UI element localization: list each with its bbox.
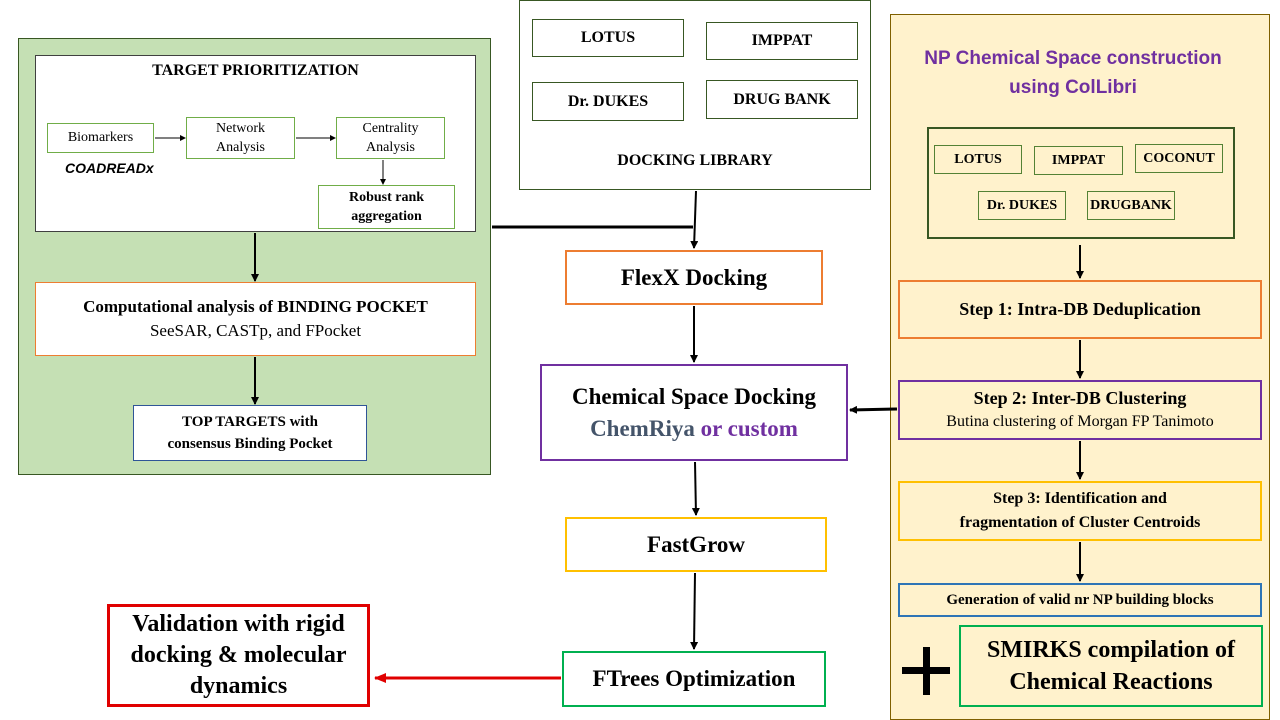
- validation-line3: dynamics: [189, 673, 288, 699]
- smirks-line1: SMIRKS compilation of: [986, 637, 1235, 663]
- centrality-analysis-box: Centrality Analysis: [336, 117, 445, 159]
- step1-box: Step 1: Intra-DB Deduplication: [898, 280, 1262, 339]
- smirks-line2: Chemical Reactions: [1009, 669, 1213, 695]
- flexx-docking-box: FlexX Docking: [565, 250, 823, 305]
- binding-pocket-tools: SeeSAR, CASTp, and FPocket: [149, 321, 362, 340]
- step3-line1: Step 3: Identification and: [993, 490, 1167, 507]
- generation-box: Generation of valid nr NP building block…: [898, 583, 1262, 617]
- chemical-space-docking-title: Chemical Space Docking: [571, 383, 817, 409]
- library-dukes-label: Dr. DUKES: [567, 92, 649, 110]
- arrow-library-flexx: [690, 190, 699, 249]
- library-lotus-box: LOTUS: [532, 19, 684, 57]
- library-lotus-label: LOTUS: [580, 29, 636, 46]
- network-analysis-line2: Analysis: [216, 140, 265, 155]
- np-dukes-box: Dr. DUKES: [978, 191, 1066, 220]
- library-imppat-box: IMPPAT: [706, 22, 858, 60]
- coadreadx-label: COADREADx: [65, 160, 154, 176]
- docking-library-label: DOCKING LIBRARY: [617, 152, 773, 169]
- smirks-box: SMIRKS compilation of Chemical Reactions: [959, 625, 1263, 707]
- np-coconut-label: COCONUT: [1143, 150, 1215, 166]
- np-lotus-label: LOTUS: [954, 151, 1002, 167]
- network-analysis-line1: Network: [216, 121, 265, 136]
- chemriya-label: ChemRiya: [590, 415, 695, 441]
- np-drugbank-box: DRUGBANK: [1087, 191, 1175, 220]
- library-imppat-label: IMPPAT: [751, 32, 813, 49]
- library-drugbank-label: DRUG BANK: [733, 90, 831, 108]
- robust-rank-box: Robust rank aggregation: [318, 185, 455, 229]
- np-coconut-box: COCONUT: [1135, 144, 1223, 173]
- robust-rank-line2: aggregation: [351, 209, 422, 224]
- flexx-docking-label: FlexX Docking: [620, 264, 768, 290]
- binding-pocket-box: Computational analysis of BINDING POCKET…: [35, 282, 476, 356]
- fastgrow-box: FastGrow: [565, 517, 827, 572]
- np-dukes-label: Dr. DUKES: [986, 197, 1058, 213]
- step3-line2: fragmentation of Cluster Centroids: [959, 514, 1201, 531]
- network-analysis-box: Network Analysis: [186, 117, 295, 159]
- library-dukes-box: Dr. DUKES: [532, 82, 684, 121]
- ftrees-optimization-label: FTrees Optimization: [592, 666, 796, 691]
- robust-rank-line1: Robust rank: [348, 190, 425, 205]
- validation-box: Validation with rigid docking & molecula…: [107, 604, 370, 707]
- np-databases-box: [927, 127, 1235, 239]
- biomarkers-box: Biomarkers: [47, 123, 154, 153]
- np-title-line1: NP Chemical Space construction: [924, 48, 1222, 69]
- np-title-line2: using ColLibri: [1009, 77, 1137, 98]
- step2-title: Step 2: Inter-DB Clustering: [973, 388, 1187, 408]
- np-drugbank-label: DRUGBANK: [1090, 197, 1172, 213]
- ftrees-optimization-box: FTrees Optimization: [562, 651, 826, 707]
- or-label: or: [694, 415, 728, 441]
- step3-box: Step 3: Identification and fragmentation…: [898, 481, 1262, 541]
- target-prioritization-title: TARGET PRIORITIZATION: [152, 62, 359, 79]
- arrow-fastgrow-ftrees: [690, 572, 699, 650]
- np-lotus-box: LOTUS: [934, 145, 1022, 174]
- chemical-space-docking-subtitle: ChemRiya or custom: [590, 413, 798, 445]
- chemical-space-docking-box: Chemical Space Docking ChemRiya or custo…: [540, 364, 848, 461]
- generation-label: Generation of valid nr NP building block…: [946, 591, 1214, 608]
- step1-label: Step 1: Intra-DB Deduplication: [959, 299, 1201, 319]
- arrow-csd-fastgrow: [691, 461, 700, 516]
- validation-line2: docking & molecular: [130, 642, 347, 668]
- step2-subtitle: Butina clustering of Morgan FP Tanimoto: [946, 413, 1214, 430]
- library-drugbank-box: DRUG BANK: [706, 80, 858, 119]
- validation-line1: Validation with rigid: [132, 611, 345, 637]
- step2-box: Step 2: Inter-DB Clustering Butina clust…: [898, 380, 1262, 440]
- centrality-analysis-line2: Analysis: [366, 140, 415, 155]
- np-imppat-label: IMPPAT: [1051, 152, 1106, 168]
- top-targets-box: TOP TARGETS with consensus Binding Pocke…: [133, 405, 367, 461]
- top-targets-line1: TOP TARGETS with: [182, 414, 318, 430]
- centrality-analysis-line1: Centrality: [362, 121, 419, 136]
- top-targets-line2: consensus Binding Pocket: [167, 436, 333, 452]
- biomarkers-label: Biomarkers: [67, 130, 134, 145]
- plus-sign: [902, 647, 950, 695]
- fastgrow-label: FastGrow: [647, 531, 745, 557]
- np-imppat-box: IMPPAT: [1034, 146, 1123, 175]
- binding-pocket-title: Computational analysis of BINDING POCKET: [83, 297, 428, 316]
- custom-label: custom: [727, 415, 798, 441]
- np-chemical-space-title: NP Chemical Space construction using Col…: [890, 44, 1256, 102]
